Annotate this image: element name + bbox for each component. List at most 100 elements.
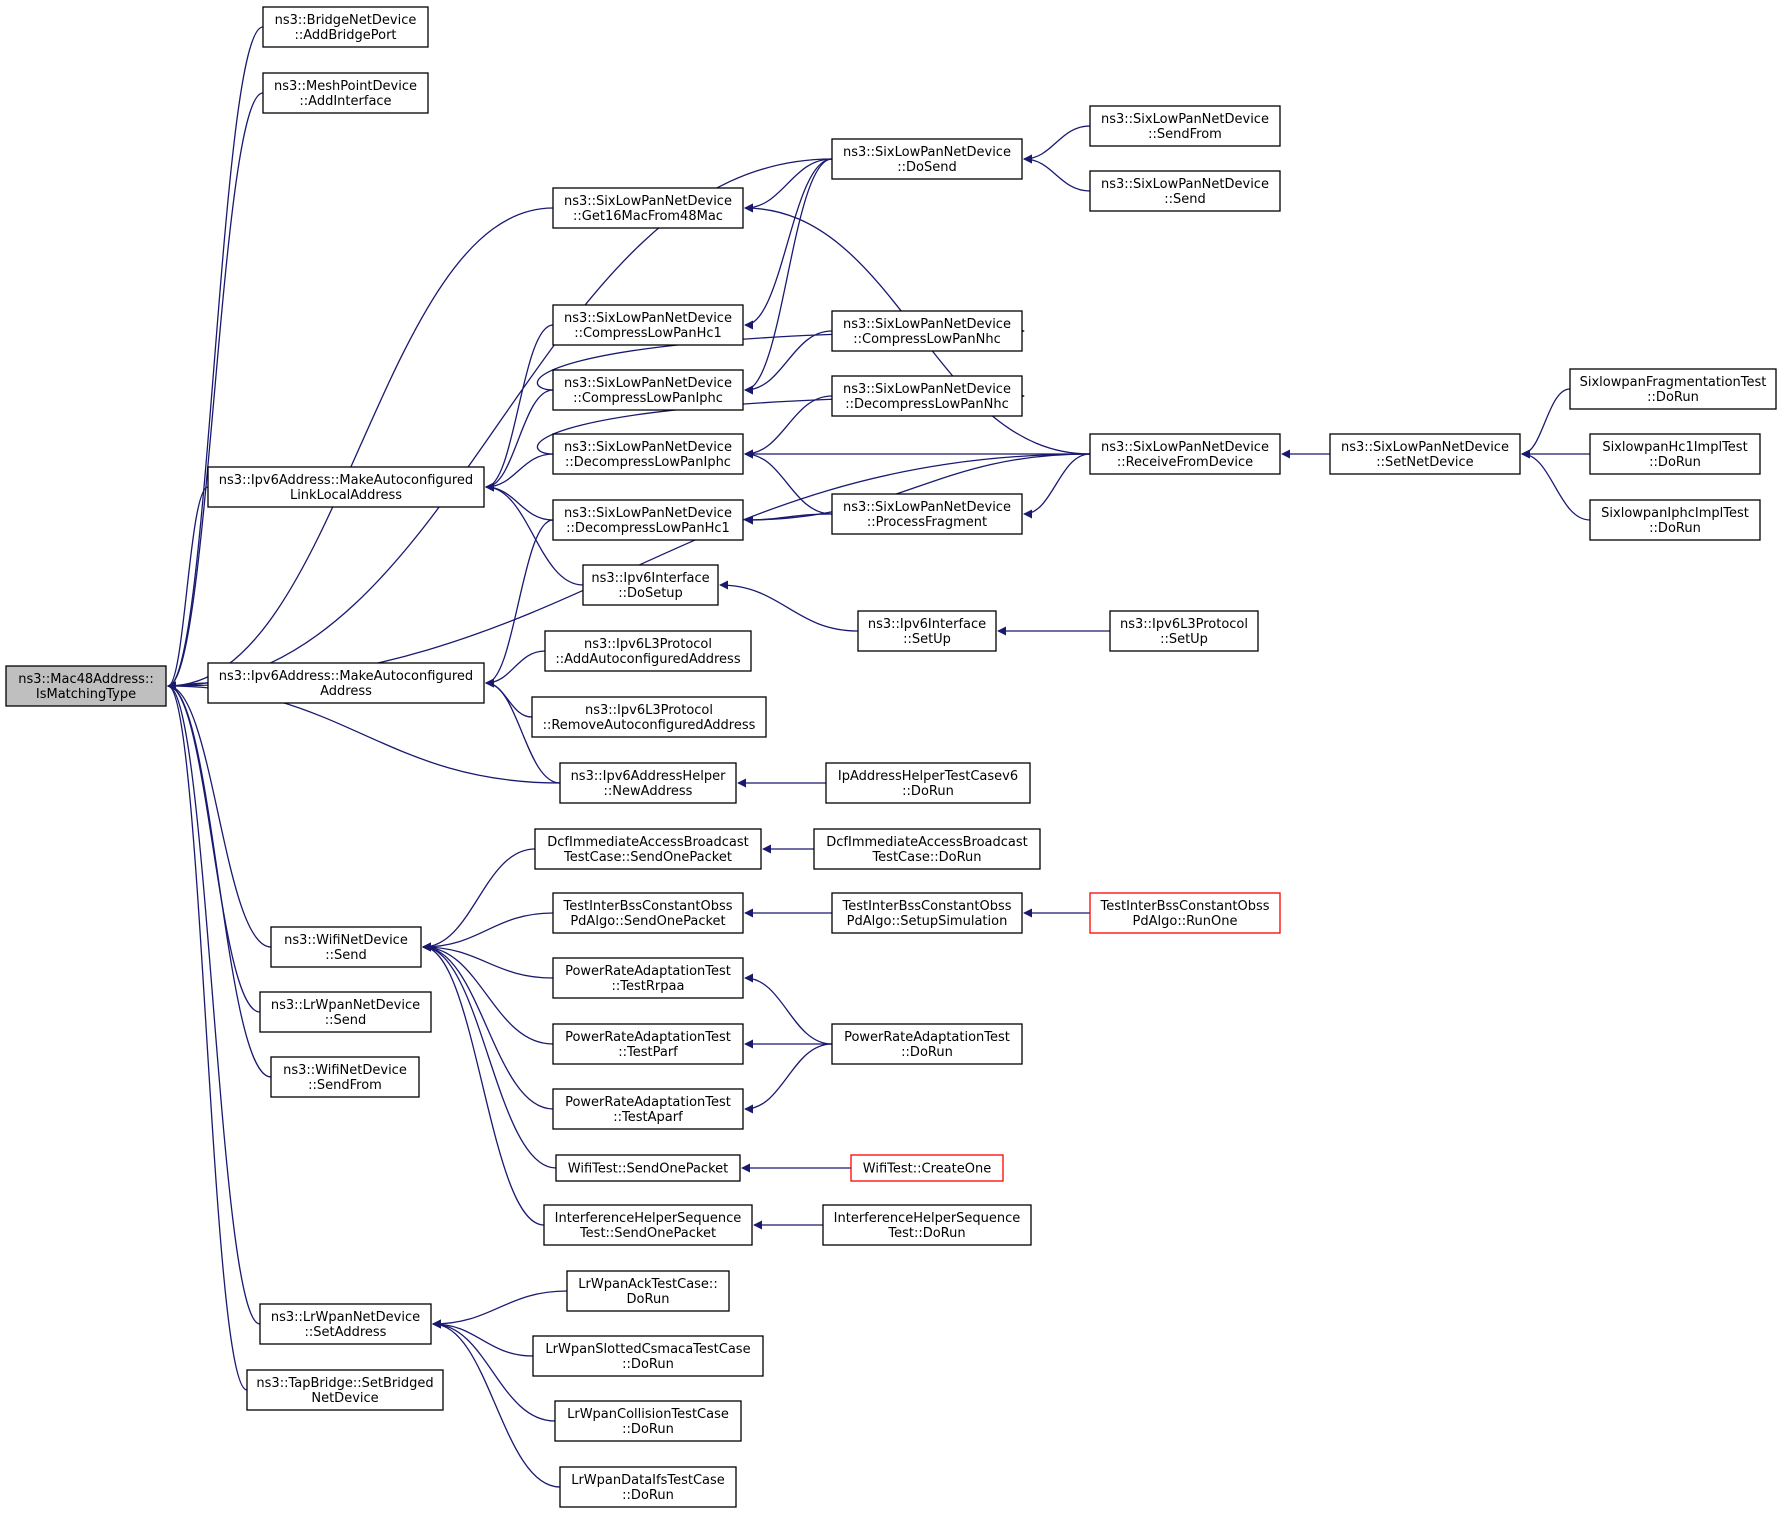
call-edge <box>167 681 248 1391</box>
graph-node[interactable]: ns3::LrWpanNetDevice::Send <box>259 991 432 1033</box>
graph-node[interactable]: ns3::SixLowPanNetDevice::DecompressLowPa… <box>831 375 1023 417</box>
node-label-line2: ::SendFrom <box>308 1078 382 1093</box>
node-label-line1: LrWpanCollisionTestCase <box>567 1407 729 1422</box>
graph-node[interactable]: ns3::Ipv6L3Protocol::SetUp <box>1109 610 1259 652</box>
node-label-line2: ::AddBridgePort <box>294 28 396 43</box>
graph-node[interactable]: LrWpanDataIfsTestCase::DoRun <box>559 1466 737 1508</box>
node-label-line2: Address <box>320 684 372 699</box>
graph-node[interactable]: PowerRateAdaptationTest::DoRun <box>831 1023 1023 1065</box>
edge <box>432 1319 534 1357</box>
graph-node[interactable]: ns3::Ipv6Interface::SetUp <box>857 610 997 652</box>
graph-node[interactable]: TestInterBssConstantObssPdAlgo::SendOneP… <box>552 892 744 934</box>
node-box <box>831 493 1023 535</box>
edge <box>744 158 833 213</box>
graph-node[interactable]: ns3::MeshPointDevice::AddInterface <box>262 72 429 114</box>
graph-node[interactable]: SixlowpanIphcImplTest::DoRun <box>1589 499 1761 541</box>
node-label-line2: ::RemoveAutoconfiguredAddress <box>543 718 756 733</box>
node-label-line2: ::DecompressLowPanIphc <box>565 455 731 470</box>
node-label-line2: ::DoRun <box>1647 390 1699 405</box>
graph-node[interactable]: ns3::SixLowPanNetDevice::Get16MacFrom48M… <box>552 187 744 229</box>
node-box <box>555 1154 741 1182</box>
edge <box>485 482 554 521</box>
graph-node[interactable]: ns3::LrWpanNetDevice::SetAddress <box>259 1303 432 1345</box>
node-label-line1: ns3::MeshPointDevice <box>274 79 417 94</box>
call-edge <box>422 942 554 979</box>
graph-node[interactable]: WifiTest::CreateOne <box>850 1154 1004 1182</box>
graph-node[interactable]: SixlowpanHc1ImplTest::DoRun <box>1589 433 1761 475</box>
graph-node[interactable]: ns3::SixLowPanNetDevice::Send <box>1089 170 1281 212</box>
node-label-line1: ns3::BridgeNetDevice <box>275 13 417 28</box>
node-label-line1: ns3::SixLowPanNetDevice <box>843 145 1011 160</box>
graph-node[interactable]: ns3::SixLowPanNetDevice::CompressLowPanI… <box>552 369 744 411</box>
edge <box>432 1319 561 1488</box>
edge <box>422 942 545 1226</box>
edge <box>432 1319 556 1422</box>
graph-node[interactable]: ns3::SixLowPanNetDevice::DecompressLowPa… <box>552 433 744 475</box>
call-edge <box>1521 388 1571 459</box>
call-edge <box>1023 125 1091 164</box>
graph-node[interactable]: ns3::SixLowPanNetDevice::CompressLowPanN… <box>831 310 1023 352</box>
graph-node[interactable]: SixlowpanFragmentationTest::DoRun <box>1569 368 1777 410</box>
node-label-line2: ::DoRun <box>622 1357 674 1372</box>
graph-node[interactable]: ns3::SixLowPanNetDevice::DoSend <box>831 138 1023 180</box>
node-label-line2: ::DoSetup <box>618 586 683 601</box>
edge <box>744 395 833 459</box>
graph-node[interactable]: ns3::SixLowPanNetDevice::SendFrom <box>1089 105 1281 147</box>
graph-node[interactable]: ns3::WifiNetDevice::SendFrom <box>270 1056 420 1098</box>
node-label-line1: InterferenceHelperSequence <box>555 1211 742 1226</box>
graph-node[interactable]: ns3::SixLowPanNetDevice::DecompressLowPa… <box>552 499 744 541</box>
graph-node[interactable]: PowerRateAdaptationTest::TestAparf <box>552 1088 744 1130</box>
graph-node[interactable]: ns3::Ipv6L3Protocol::AddAutoconfiguredAd… <box>544 630 752 672</box>
node-label-line1: ns3::WifiNetDevice <box>284 933 408 948</box>
node-label-line1: ns3::Ipv6L3Protocol <box>584 637 712 652</box>
graph-node[interactable]: LrWpanAckTestCase::DoRun <box>566 1270 730 1312</box>
node-label-line2: PdAlgo::SendOnePacket <box>570 914 725 929</box>
node-label-line1: InterferenceHelperSequence <box>834 1211 1021 1226</box>
edge <box>744 1043 833 1114</box>
graph-node[interactable]: PowerRateAdaptationTest::TestRrpaa <box>552 957 744 999</box>
call-edge <box>167 207 554 691</box>
node-label-line1: SixlowpanIphcImplTest <box>1601 506 1749 521</box>
graph-node[interactable]: WifiTest::SendOnePacket <box>555 1154 741 1182</box>
node-label-line2: ::DoRun <box>622 1488 674 1503</box>
graph-node[interactable]: ns3::SixLowPanNetDevice::CompressLowPanH… <box>552 304 744 346</box>
node-label-line2: ::ProcessFragment <box>867 515 987 530</box>
node-box <box>246 1369 444 1411</box>
graph-node[interactable]: ns3::Ipv6AddressHelper::NewAddress <box>559 762 737 804</box>
graph-node[interactable]: ns3::Ipv6L3Protocol::RemoveAutoconfigure… <box>531 696 767 738</box>
edge <box>744 158 833 395</box>
node-label-line1: ns3::Ipv6L3Protocol <box>585 703 713 718</box>
call-edge <box>167 158 833 691</box>
graph-node[interactable]: ns3::Mac48Address::IsMatchingType <box>5 665 167 707</box>
graph-node[interactable]: DcfImmediateAccessBroadcastTestCase::Sen… <box>534 828 762 870</box>
graph-node[interactable]: ns3::BridgeNetDevice::AddBridgePort <box>262 6 429 48</box>
node-label-line2: PdAlgo::RunOne <box>1133 914 1238 929</box>
graph-node[interactable]: ns3::SixLowPanNetDevice::ProcessFragment <box>831 493 1023 535</box>
graph-node[interactable]: ns3::Ipv6Address::MakeAutoconfiguredLink… <box>207 466 485 508</box>
graph-node[interactable]: InterferenceHelperSequenceTest::SendOneP… <box>543 1204 753 1246</box>
graph-node[interactable]: ns3::SixLowPanNetDevice::SetNetDevice <box>1329 433 1521 475</box>
node-label-line1: ns3::Ipv6AddressHelper <box>571 769 727 784</box>
graph-node[interactable]: LrWpanCollisionTestCase::DoRun <box>554 1400 742 1442</box>
node-box <box>207 662 485 704</box>
call-edge <box>719 580 859 632</box>
graph-node[interactable]: ns3::WifiNetDevice::Send <box>270 926 422 968</box>
node-label-line1: PowerRateAdaptationTest <box>565 964 731 979</box>
graph-node[interactable]: IpAddressHelperTestCasev6::DoRun <box>825 762 1031 804</box>
graph-node[interactable]: LrWpanSlottedCsmacaTestCase::DoRun <box>532 1335 764 1377</box>
node-label-line2: ::TestAparf <box>613 1110 683 1125</box>
graph-node[interactable]: ns3::Ipv6Address::MakeAutoconfiguredAddr… <box>207 662 485 704</box>
graph-node[interactable]: ns3::SixLowPanNetDevice::ReceiveFromDevi… <box>1089 433 1281 475</box>
graph-node[interactable]: DcfImmediateAccessBroadcastTestCase::DoR… <box>813 828 1041 870</box>
node-box <box>552 499 744 541</box>
node-label-line1: ns3::LrWpanNetDevice <box>271 998 420 1013</box>
graph-node[interactable]: PowerRateAdaptationTest::TestParf <box>552 1023 744 1065</box>
graph-node[interactable]: ns3::Ipv6Interface::DoSetup <box>582 564 719 606</box>
node-label-line1: ns3::SixLowPanNetDevice <box>1101 177 1269 192</box>
edge <box>167 92 264 691</box>
edge <box>1023 453 1091 519</box>
graph-node[interactable]: TestInterBssConstantObssPdAlgo::SetupSim… <box>831 892 1023 934</box>
